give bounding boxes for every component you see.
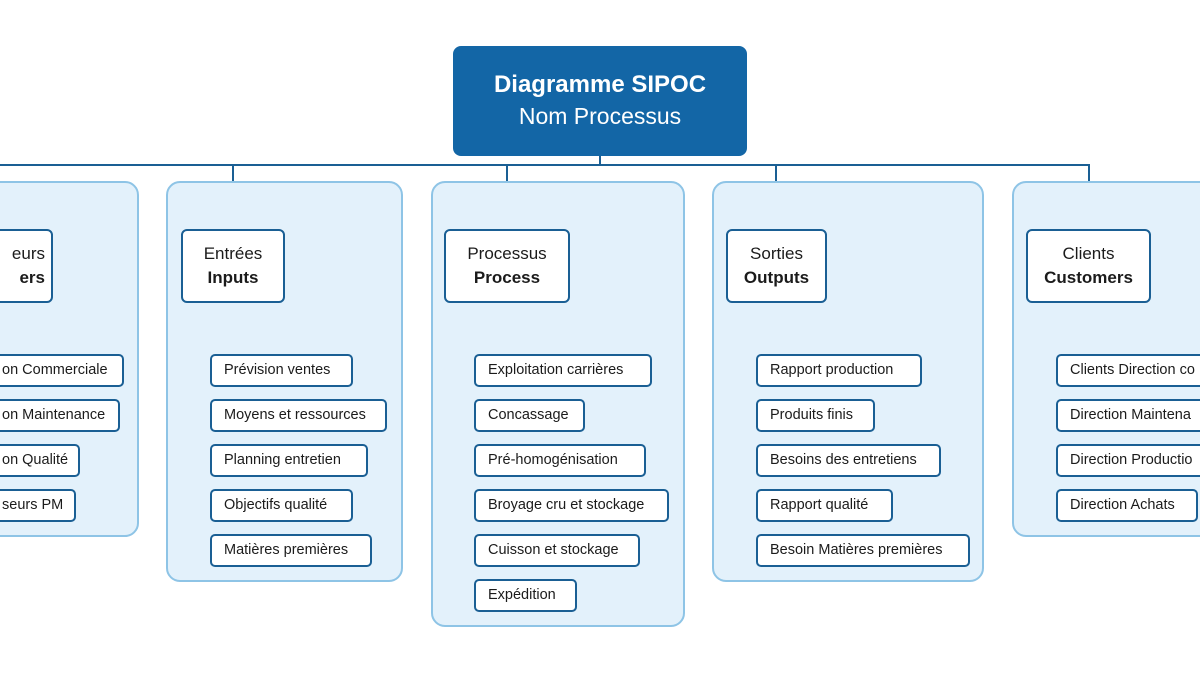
output-item: Produits finis bbox=[756, 399, 875, 432]
inputs-header: Entrées Inputs bbox=[181, 229, 285, 303]
input-item: Planning entretien bbox=[210, 444, 368, 477]
customer-item: Direction Productio bbox=[1056, 444, 1200, 477]
customer-item: Direction Achats bbox=[1056, 489, 1198, 522]
customers-label-en: Customers bbox=[1044, 268, 1133, 287]
input-item: Objectifs qualité bbox=[210, 489, 353, 522]
process-label-en: Process bbox=[473, 268, 541, 287]
suppliers-header: eurs ers bbox=[0, 229, 53, 303]
process-item: Pré-homogénisation bbox=[474, 444, 646, 477]
process-header: Processus Process bbox=[444, 229, 570, 303]
input-item: Prévision ventes bbox=[210, 354, 353, 387]
process-item: Expédition bbox=[474, 579, 577, 612]
outputs-label-en: Outputs bbox=[743, 268, 810, 287]
customer-item: Direction Maintena bbox=[1056, 399, 1200, 432]
suppliers-label-en: ers bbox=[19, 268, 45, 287]
customers-label-fr: Clients bbox=[1062, 244, 1115, 263]
output-item: Rapport production bbox=[756, 354, 922, 387]
supplier-item: on Maintenance bbox=[0, 399, 120, 432]
input-item: Matières premières bbox=[210, 534, 372, 567]
process-item: Broyage cru et stockage bbox=[474, 489, 669, 522]
inputs-label-fr: Entrées bbox=[203, 244, 263, 263]
supplier-item: on Commerciale bbox=[0, 354, 124, 387]
supplier-item: seurs PM bbox=[0, 489, 76, 522]
process-item: Concassage bbox=[474, 399, 585, 432]
outputs-header: Sorties Outputs bbox=[726, 229, 827, 303]
process-label-fr: Processus bbox=[467, 244, 547, 263]
process-name: Nom Processus bbox=[518, 103, 682, 129]
suppliers-label-fr: eurs bbox=[11, 244, 45, 263]
process-item: Exploitation carrières bbox=[474, 354, 652, 387]
output-item: Besoins des entretiens bbox=[756, 444, 941, 477]
supplier-item: on Qualité bbox=[0, 444, 80, 477]
input-item: Moyens et ressources bbox=[210, 399, 387, 432]
outputs-label-fr: Sorties bbox=[750, 244, 803, 263]
output-item: Rapport qualité bbox=[756, 489, 893, 522]
process-item: Cuisson et stockage bbox=[474, 534, 640, 567]
customer-item: Clients Direction co bbox=[1056, 354, 1200, 387]
diagram-title-box: Diagramme SIPOC Nom Processus bbox=[453, 46, 747, 156]
customers-header: Clients Customers bbox=[1026, 229, 1151, 303]
output-item: Besoin Matières premières bbox=[756, 534, 970, 567]
inputs-label-en: Inputs bbox=[207, 268, 259, 287]
diagram-title: Diagramme SIPOC bbox=[493, 71, 707, 98]
